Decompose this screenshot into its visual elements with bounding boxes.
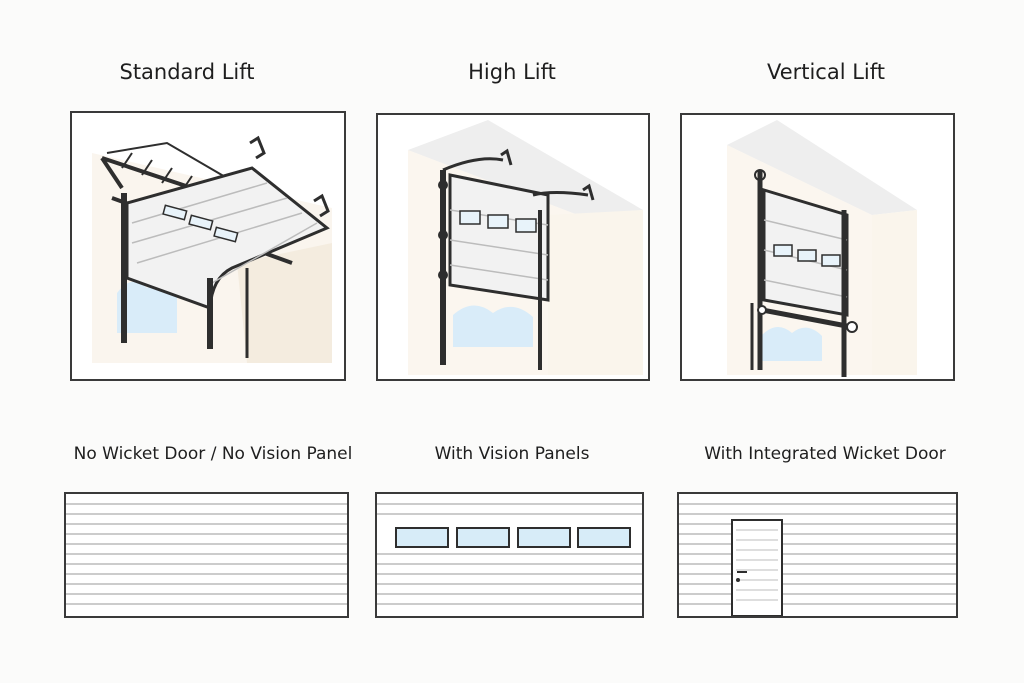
vertical-lift-drawing — [727, 120, 917, 377]
wicket-door-slats — [679, 503, 956, 616]
vertical-lift-title: Vertical Lift — [766, 60, 886, 84]
standard-lift-title: Standard Lift — [119, 60, 255, 84]
plain-door-panel — [64, 492, 349, 618]
high-lift-title: High Lift — [468, 60, 556, 84]
plain-door-slats — [66, 503, 347, 605]
vision-panel-door — [375, 492, 644, 618]
wicket-door-panel — [677, 492, 958, 618]
vision-panels-label: With Vision Panels — [434, 444, 590, 464]
wicket-door-label: With Integrated Wicket Door — [704, 444, 946, 464]
standard-lift-illustration — [70, 111, 346, 381]
vertical-lift-illustration — [680, 113, 955, 381]
vision-window-3 — [517, 527, 571, 548]
high-lift-illustration — [376, 113, 650, 381]
no-wicket-door-label: No Wicket Door / No Vision Panel — [73, 444, 353, 464]
vision-door-slats — [377, 503, 642, 605]
vision-window-2 — [456, 527, 510, 548]
vision-window-4 — [577, 527, 631, 548]
wicket-door-lock — [736, 578, 740, 582]
standard-lift-drawing — [92, 135, 332, 363]
vision-window-1 — [395, 527, 449, 548]
high-lift-drawing — [408, 120, 643, 375]
wicket-door — [731, 519, 783, 616]
